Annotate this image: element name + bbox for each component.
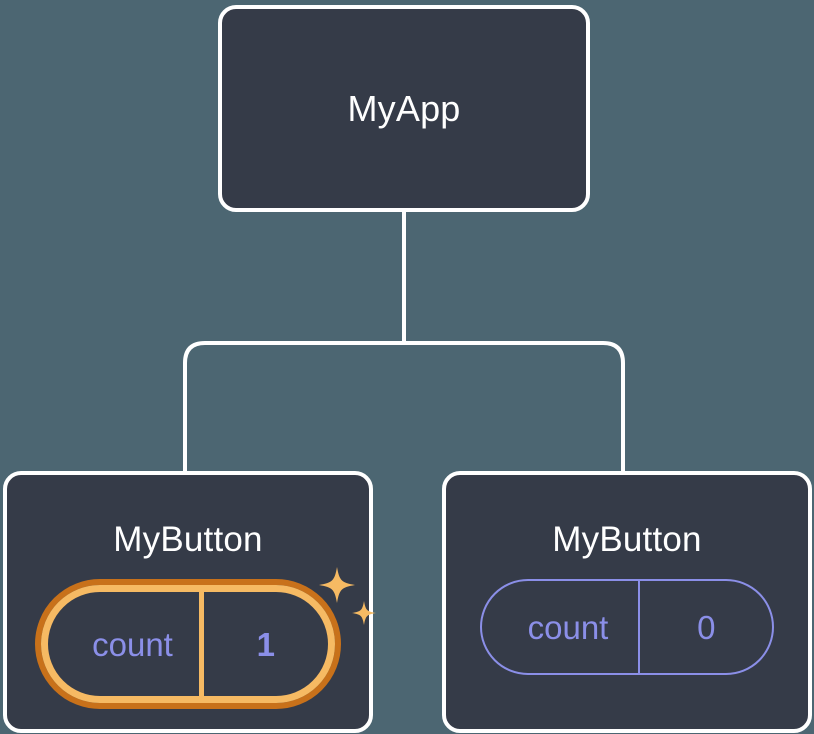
state-value-left: 1 <box>198 592 328 696</box>
node-mybutton-left-title: MyButton <box>113 520 263 559</box>
edge-bus-to-children <box>183 341 625 471</box>
state-value-right: 0 <box>638 581 772 673</box>
node-mybutton-left[interactable]: MyButton count 1 <box>3 471 376 733</box>
node-mybutton-right-title: MyButton <box>552 520 702 559</box>
state-pill-left-inner: count 1 <box>41 585 335 703</box>
state-pill-right-wrap: count 0 <box>479 579 775 675</box>
node-mybutton-right[interactable]: MyButton count 0 <box>442 471 812 733</box>
sparkle-small-icon <box>351 601 376 625</box>
state-pill-left-wrap: count 1 <box>35 567 376 709</box>
state-pill-right[interactable]: count 0 <box>479 579 775 675</box>
state-pill-left[interactable]: count 1 <box>35 579 341 709</box>
node-myapp-title: MyApp <box>347 87 461 129</box>
state-key-left: count <box>92 625 173 663</box>
state-key-right: count <box>527 608 609 646</box>
node-myapp[interactable]: MyApp <box>218 5 590 212</box>
